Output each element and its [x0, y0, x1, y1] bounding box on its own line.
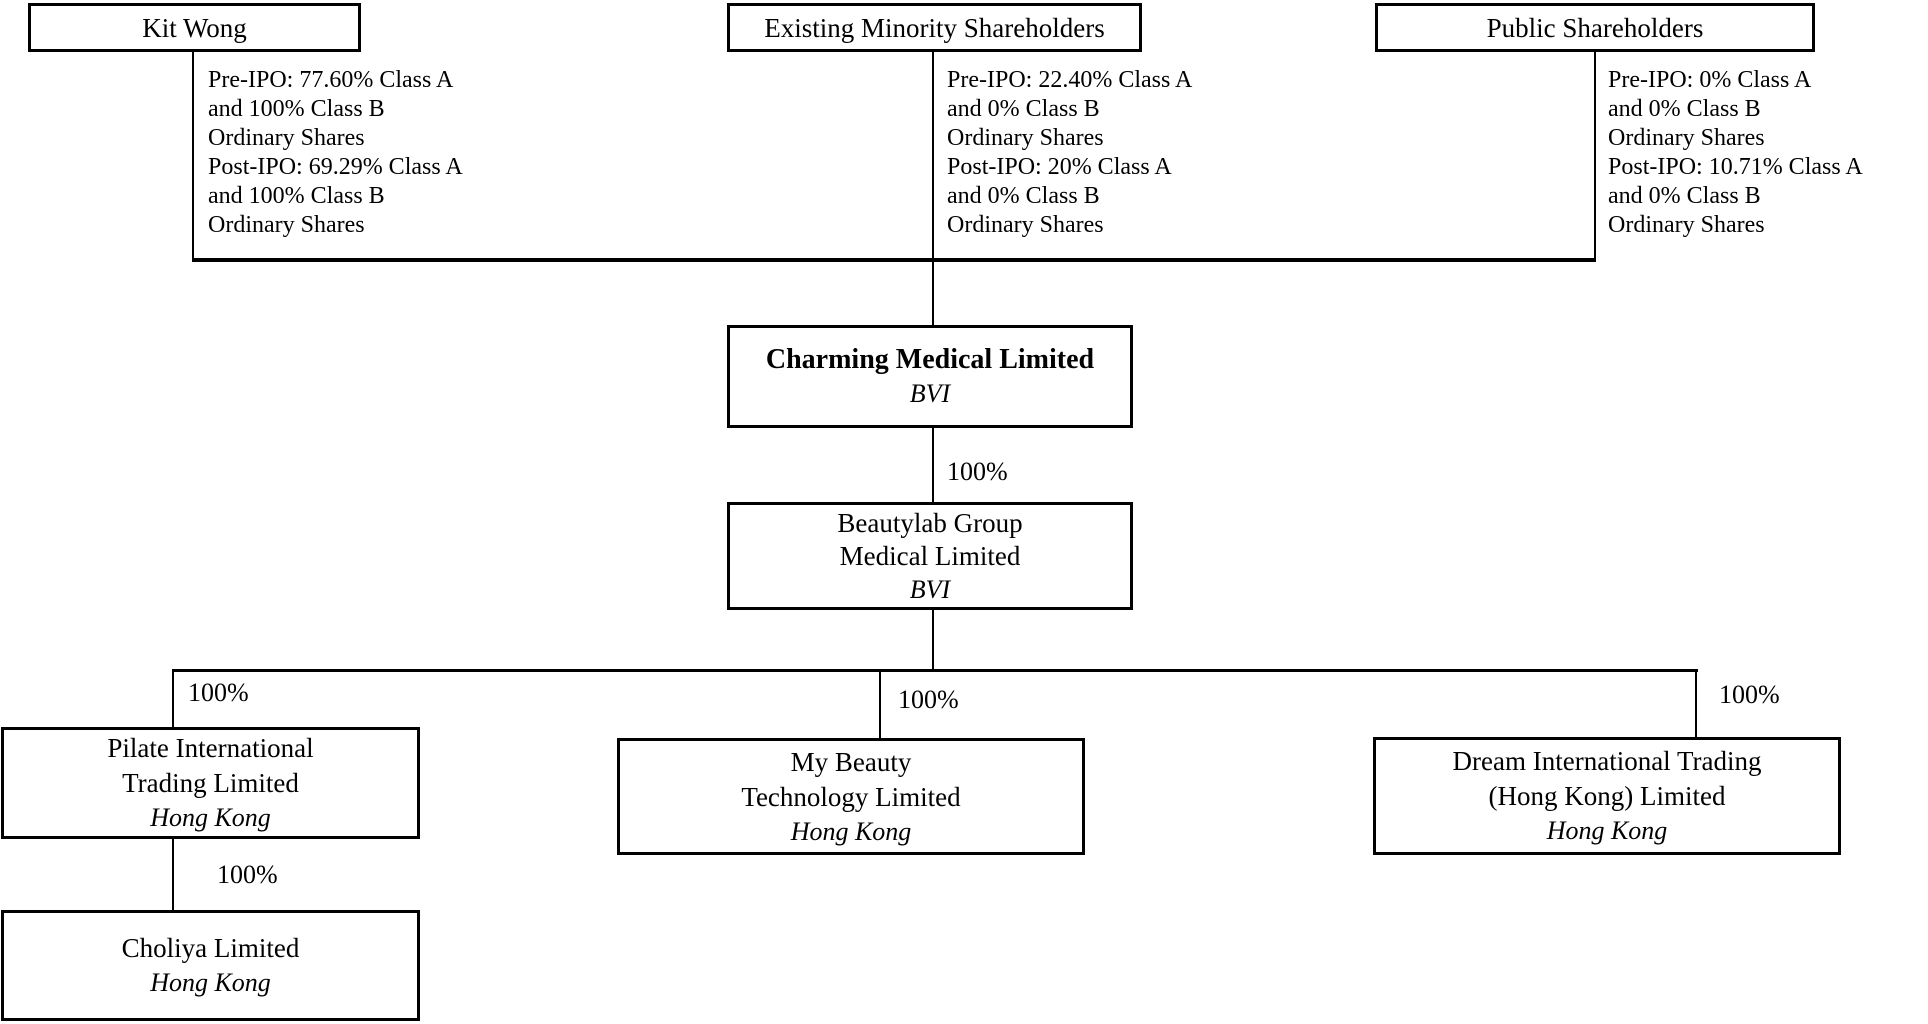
node-pilate-international-label: Pilate International Trading Limited — [107, 733, 314, 798]
note-public-shareholding: Pre-IPO: 0% Class A and 0% Class B Ordin… — [1608, 67, 1863, 238]
node-charming-medical-jurisdiction: BVI — [909, 378, 951, 408]
connector-pilate-to-choliya — [172, 839, 174, 910]
node-dream-international: Dream International Trading (Hong Kong) … — [1373, 737, 1841, 855]
node-public-shareholders-label: Public Shareholders — [1486, 12, 1704, 43]
ownership-label-charming-beautylab: 100% — [947, 457, 1008, 486]
ownership-label-choliya: 100% — [217, 860, 278, 889]
connector-subsidiaries-bus — [172, 669, 1698, 672]
note-existing-shareholding: Pre-IPO: 22.40% Class A and 0% Class B O… — [947, 67, 1193, 238]
connector-beautylab-down — [932, 610, 934, 672]
node-my-beauty-technology-jurisdiction: Hong Kong — [790, 816, 912, 846]
connector-charming-to-beautylab — [932, 428, 934, 502]
node-existing-minority-shareholders: Existing Minority Shareholders — [727, 3, 1142, 52]
node-choliya-label: Choliya Limited — [121, 933, 300, 963]
node-charming-medical: Charming Medical Limited BVI — [727, 325, 1133, 428]
note-kit-wong-shareholding: Pre-IPO: 77.60% Class A and 100% Class B… — [208, 67, 463, 238]
node-pilate-international: Pilate International Trading Limited Hon… — [1, 727, 420, 839]
connector-bus-to-charming — [932, 262, 934, 325]
node-pilate-international-jurisdiction: Hong Kong — [150, 803, 271, 832]
ownership-label-pilate: 100% — [188, 678, 249, 707]
connector-shareholders-bus — [192, 258, 1596, 262]
node-charming-medical-label: Charming Medical Limited — [765, 343, 1095, 375]
node-public-shareholders: Public Shareholders — [1375, 3, 1815, 52]
ownership-label-dream: 100% — [1719, 680, 1780, 709]
node-dream-international-jurisdiction: Hong Kong — [1546, 816, 1668, 845]
connector-public-down — [1594, 52, 1596, 260]
node-dream-international-label: Dream International Trading (Hong Kong) … — [1452, 746, 1762, 811]
connector-bus-to-pilate — [172, 672, 174, 727]
node-choliya: Choliya Limited Hong Kong — [1, 910, 420, 1021]
node-existing-minority-shareholders-label: Existing Minority Shareholders — [764, 12, 1105, 43]
node-kit-wong: Kit Wong — [28, 3, 361, 52]
node-my-beauty-technology: My Beauty Technology Limited Hong Kong — [617, 738, 1085, 855]
node-beautylab-group: Beautylab Group Medical Limited BVI — [727, 502, 1133, 610]
ownership-label-mybeauty: 100% — [898, 685, 959, 714]
node-beautylab-group-jurisdiction: BVI — [909, 574, 951, 604]
node-kit-wong-label: Kit Wong — [142, 12, 247, 43]
connector-bus-to-dream — [1695, 672, 1697, 737]
connector-existing-down — [932, 52, 934, 260]
connector-kit-wong-down — [192, 52, 194, 260]
node-my-beauty-technology-label: My Beauty Technology Limited — [741, 746, 961, 812]
node-choliya-jurisdiction: Hong Kong — [150, 968, 271, 997]
node-beautylab-group-label: Beautylab Group Medical Limited — [837, 507, 1023, 571]
connector-bus-to-mybeauty — [879, 672, 881, 738]
